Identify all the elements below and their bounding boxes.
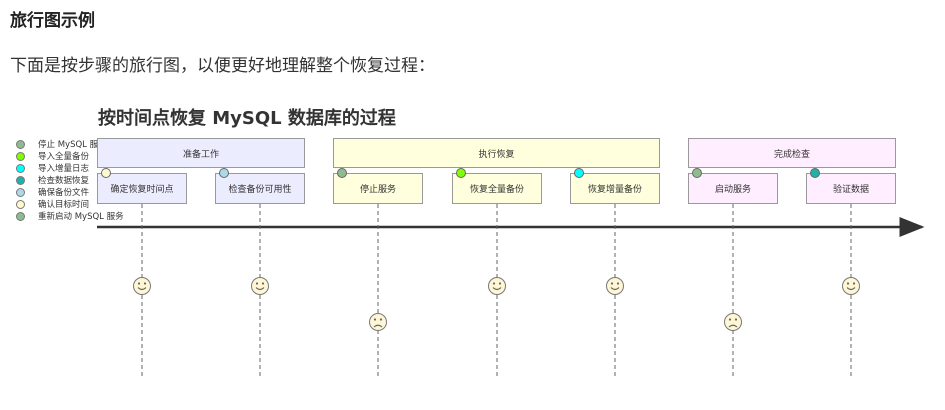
actor-dot [810,168,820,178]
journey-legend: 停止 MySQL 服务 导入全量备份 导入增量日志 检查数据恢复 确保备份文件 … [16,138,102,234]
sad-face-icon [369,313,387,331]
legend-label: 重新启动 MySQL 服务 [38,212,124,222]
smile-face-icon [842,277,860,295]
task-box: 验证数据 [806,173,896,204]
actor-dot [456,168,466,178]
score-faces [133,277,860,331]
legend-label: 确认目标时间 [38,200,90,210]
task-box: 检查备份可用性 [215,173,305,204]
sad-face-icon [724,313,742,331]
legend-item: 导入增量日志 [16,162,102,174]
actor-dot [574,168,584,178]
section-heading: 旅行图示例 [10,11,95,31]
legend-dot [16,187,25,197]
journey-title: 按时间点恢复 MySQL 数据库的过程 [98,108,396,129]
legend-label: 停止 MySQL 服务 [38,140,102,150]
legend-label: 检查数据恢复 [38,176,90,186]
task-box: 恢复全量备份 [452,173,542,204]
legend-dot [16,163,25,173]
smile-face-icon [251,277,269,295]
section-execute: 执行恢复 [333,138,660,168]
actor-dot [219,168,229,178]
smile-face-icon [488,277,506,295]
legend-dot [16,139,25,149]
legend-label: 导入全量备份 [38,152,90,162]
actor-dot [101,168,111,178]
task-box: 启动服务 [688,173,778,204]
smile-face-icon [606,277,624,295]
actor-dot [337,168,347,178]
legend-label: 确保备份文件 [38,188,90,198]
legend-item: 确保备份文件 [16,186,102,198]
smile-face-icon [133,277,151,295]
intro-text: 下面是按步骤的旅行图，以便更好地理解整个恢复过程： [10,56,435,76]
task-box: 确定恢复时间点 [97,173,187,204]
section-verify: 完成检查 [688,138,896,168]
task-box: 停止服务 [333,173,423,204]
legend-dot [16,211,25,221]
legend-item: 确认目标时间 [16,198,102,210]
legend-label: 导入增量日志 [38,164,90,174]
legend-dot [16,151,25,161]
legend-item: 重新启动 MySQL 服务 [16,210,124,222]
legend-item: 导入全量备份 [16,150,102,162]
legend-item: 停止 MySQL 服务 [16,138,102,150]
actor-dot [692,168,702,178]
legend-dot [16,199,25,209]
task-box: 恢复增量备份 [570,173,660,204]
legend-dot [16,175,25,185]
section-prepare: 准备工作 [97,138,305,168]
legend-item: 检查数据恢复 [16,174,102,186]
